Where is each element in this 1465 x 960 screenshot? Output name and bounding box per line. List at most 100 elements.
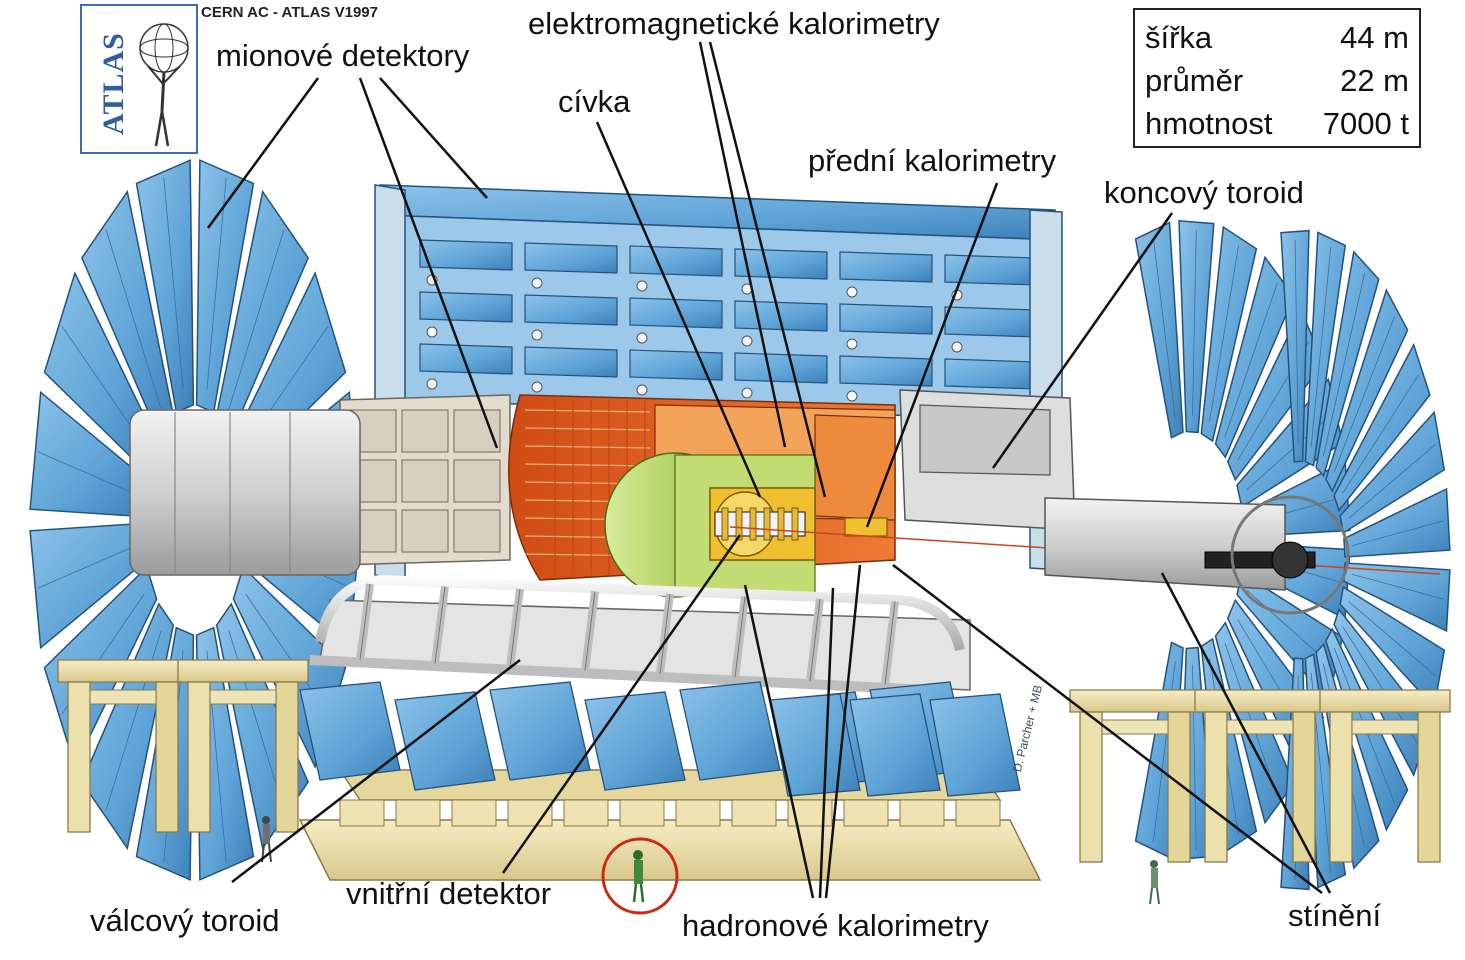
lower-muon-chambers xyxy=(299,681,1021,797)
stand-leg xyxy=(67,681,91,833)
wheel-sector-seam xyxy=(37,545,136,589)
muon-chamber xyxy=(419,291,513,323)
person-figure-right xyxy=(1149,860,1160,905)
lower-chamber-slab xyxy=(394,691,496,791)
chamber-node xyxy=(426,326,438,338)
shield-cell xyxy=(453,409,501,453)
frame-strut-edge xyxy=(434,586,446,664)
muon-chamber xyxy=(524,294,618,326)
wheel-sector xyxy=(1343,487,1451,558)
leader-muon-3 xyxy=(379,77,488,199)
floor-block xyxy=(619,799,665,827)
label-endcap-toroid: koncový toroid xyxy=(1104,175,1304,210)
chamber-node xyxy=(741,335,753,347)
chamber-node xyxy=(741,387,753,399)
muon-chamber xyxy=(524,242,618,274)
muon-chamber xyxy=(734,248,828,280)
atlas-logo: ATLAS xyxy=(80,4,198,154)
chamber-node xyxy=(846,390,858,402)
spec-value: 7000 t xyxy=(1322,106,1409,141)
frame-strut-edge xyxy=(734,596,746,678)
chamber-node xyxy=(636,384,648,396)
lower-chamber-slab xyxy=(299,681,401,781)
shield-cell xyxy=(401,509,449,553)
muon-chamber xyxy=(524,346,618,378)
wheel-sector-seam xyxy=(206,177,227,390)
floor-block xyxy=(899,799,945,827)
spec-key: šířka xyxy=(1145,20,1213,55)
beam-pipe xyxy=(729,495,1441,615)
leader-shield-1 xyxy=(1160,572,1332,894)
stand-beam xyxy=(1319,689,1451,713)
lower-chamber-slab xyxy=(769,693,861,797)
shield-left-cells xyxy=(349,409,501,553)
cryostat-frame xyxy=(309,574,971,695)
beam-end-cap xyxy=(1271,541,1309,579)
leader-barrel-toroid xyxy=(231,659,521,883)
stand-leg xyxy=(275,681,299,833)
shielding-blocks xyxy=(339,389,1076,566)
lower-chamber-slab xyxy=(929,693,1021,797)
endcap-calorimeter xyxy=(814,414,896,521)
credit-text: CERN AC - ATLAS V1997 xyxy=(201,4,378,21)
wheel-sector-seam xyxy=(37,451,136,495)
muon-chamber xyxy=(629,297,723,329)
stand-leg xyxy=(1292,711,1316,863)
stand-leg xyxy=(155,681,179,833)
stand-brace xyxy=(1226,719,1294,735)
chamber-node xyxy=(531,277,543,289)
spec-value: 22 m xyxy=(1340,63,1409,98)
stand-brace xyxy=(1101,719,1169,735)
leader-em-2 xyxy=(708,41,827,498)
leader-endcap xyxy=(991,212,1174,469)
frame-struts xyxy=(356,583,899,685)
muon-chamber xyxy=(944,306,1038,338)
leader-em-1 xyxy=(698,41,787,448)
spec-row-diameter: průměr 22 m xyxy=(1145,63,1409,103)
left-forward-cylinder xyxy=(129,409,361,576)
muon-chamber xyxy=(944,254,1038,286)
tracker-disc xyxy=(749,507,757,541)
lower-chamber-slab xyxy=(584,691,686,791)
wheel-sector-seam xyxy=(1348,443,1436,519)
frame-tube-bottom xyxy=(309,655,931,695)
stand-beam xyxy=(1069,689,1201,713)
label-forward-calorimeters: přední kalorimetry xyxy=(808,143,1057,178)
specs-table: šířka 44 m průměr 22 m hmotnost 7000 t xyxy=(1133,8,1421,148)
leader-solenoid xyxy=(595,121,762,498)
label-barrel-toroid: válcový toroid xyxy=(90,903,280,938)
leader-hadronic-2 xyxy=(818,587,835,899)
muon-chamber xyxy=(419,343,513,375)
hadronic-rib xyxy=(524,427,651,431)
floor-rail-front xyxy=(298,819,1042,881)
floor-blocks xyxy=(339,799,1001,827)
person-figure-center xyxy=(632,850,645,903)
wheel-sector-seam xyxy=(1192,229,1197,416)
left-cylinder-body xyxy=(129,409,361,576)
floor-block xyxy=(395,799,441,827)
wheel-sector xyxy=(1178,219,1215,434)
shield-block-right-face xyxy=(919,404,1051,476)
lower-chamber-slab xyxy=(849,693,941,797)
wheel-sector-seam xyxy=(163,177,184,390)
wheel-sector-seam xyxy=(1333,316,1395,473)
highlight-circle xyxy=(601,837,679,915)
wheel-sector-seam xyxy=(1224,283,1278,437)
label-hadronic-calorimeters: hadronové kalorimetry xyxy=(682,908,989,943)
leader-inner xyxy=(501,534,742,874)
tracker-disc xyxy=(763,507,771,541)
wheel-sector-seam xyxy=(1351,573,1445,600)
muon-chamber xyxy=(629,245,723,277)
floor-block xyxy=(731,799,777,827)
shield-cell xyxy=(401,409,449,453)
leader-muon-2 xyxy=(358,77,499,449)
spec-row-width: šířka 44 m xyxy=(1145,20,1409,60)
floor-block xyxy=(843,799,889,827)
spec-key: hmotnost xyxy=(1145,106,1273,141)
shield-cell xyxy=(453,459,501,503)
frame-strut-edge xyxy=(509,588,521,668)
floor-block xyxy=(675,799,721,827)
wheel-sector xyxy=(1280,229,1310,463)
